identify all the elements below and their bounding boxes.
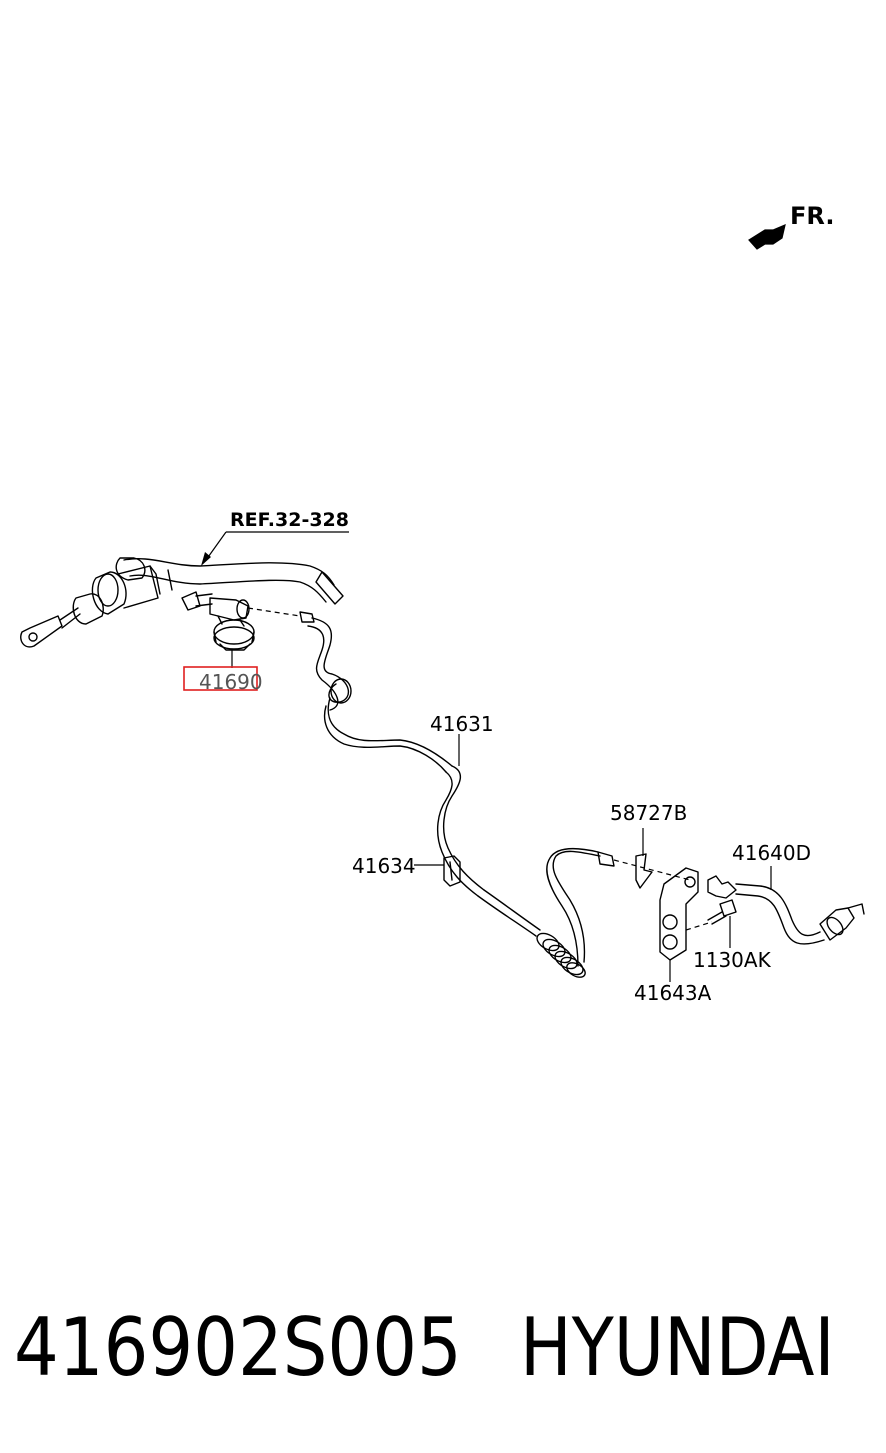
reservoir-tube-illustration [115, 557, 344, 605]
bracket-41643a-illustration [659, 867, 699, 982]
reference-leader [205, 531, 227, 561]
callout-41640d: 41640D [732, 841, 811, 865]
callout-1130ak: 1130AK [693, 948, 772, 972]
hose-end-41640d-illustration [707, 866, 865, 945]
footer-caption: 416902S005 HYUNDAI [0, 1298, 886, 1398]
reference-label: REF.32-328 [230, 509, 349, 531]
clip-58727b-illustration [635, 828, 653, 889]
callout-41634: 41634 [352, 854, 416, 878]
front-direction-indicator: FR. [748, 202, 834, 250]
clip-41634-illustration [414, 855, 461, 887]
callout-41631: 41631 [430, 712, 494, 736]
highlight-box [183, 666, 258, 691]
hose-coil-illustration [536, 932, 586, 978]
callout-41690: 41690 [199, 670, 263, 694]
hose-bracket-dashline [613, 859, 691, 881]
reference-arrow-icon [201, 552, 211, 566]
reference-callout: REF.32-328 [201, 509, 349, 566]
front-direction-label: FR. [790, 202, 834, 230]
brand-name: HYUNDAI [520, 1301, 835, 1394]
front-arrow-icon [748, 223, 786, 250]
callout-58727b: 58727B [610, 801, 687, 825]
clutch-hose-illustration [299, 611, 691, 978]
part-number: 416902S005 [14, 1301, 462, 1394]
master-cylinder-hose-dashline [247, 607, 301, 617]
bolt-1130ak-illustration [685, 899, 737, 948]
clutch-master-cylinder-illustration [20, 565, 301, 651]
callout-41643a: 41643A [634, 981, 712, 1005]
